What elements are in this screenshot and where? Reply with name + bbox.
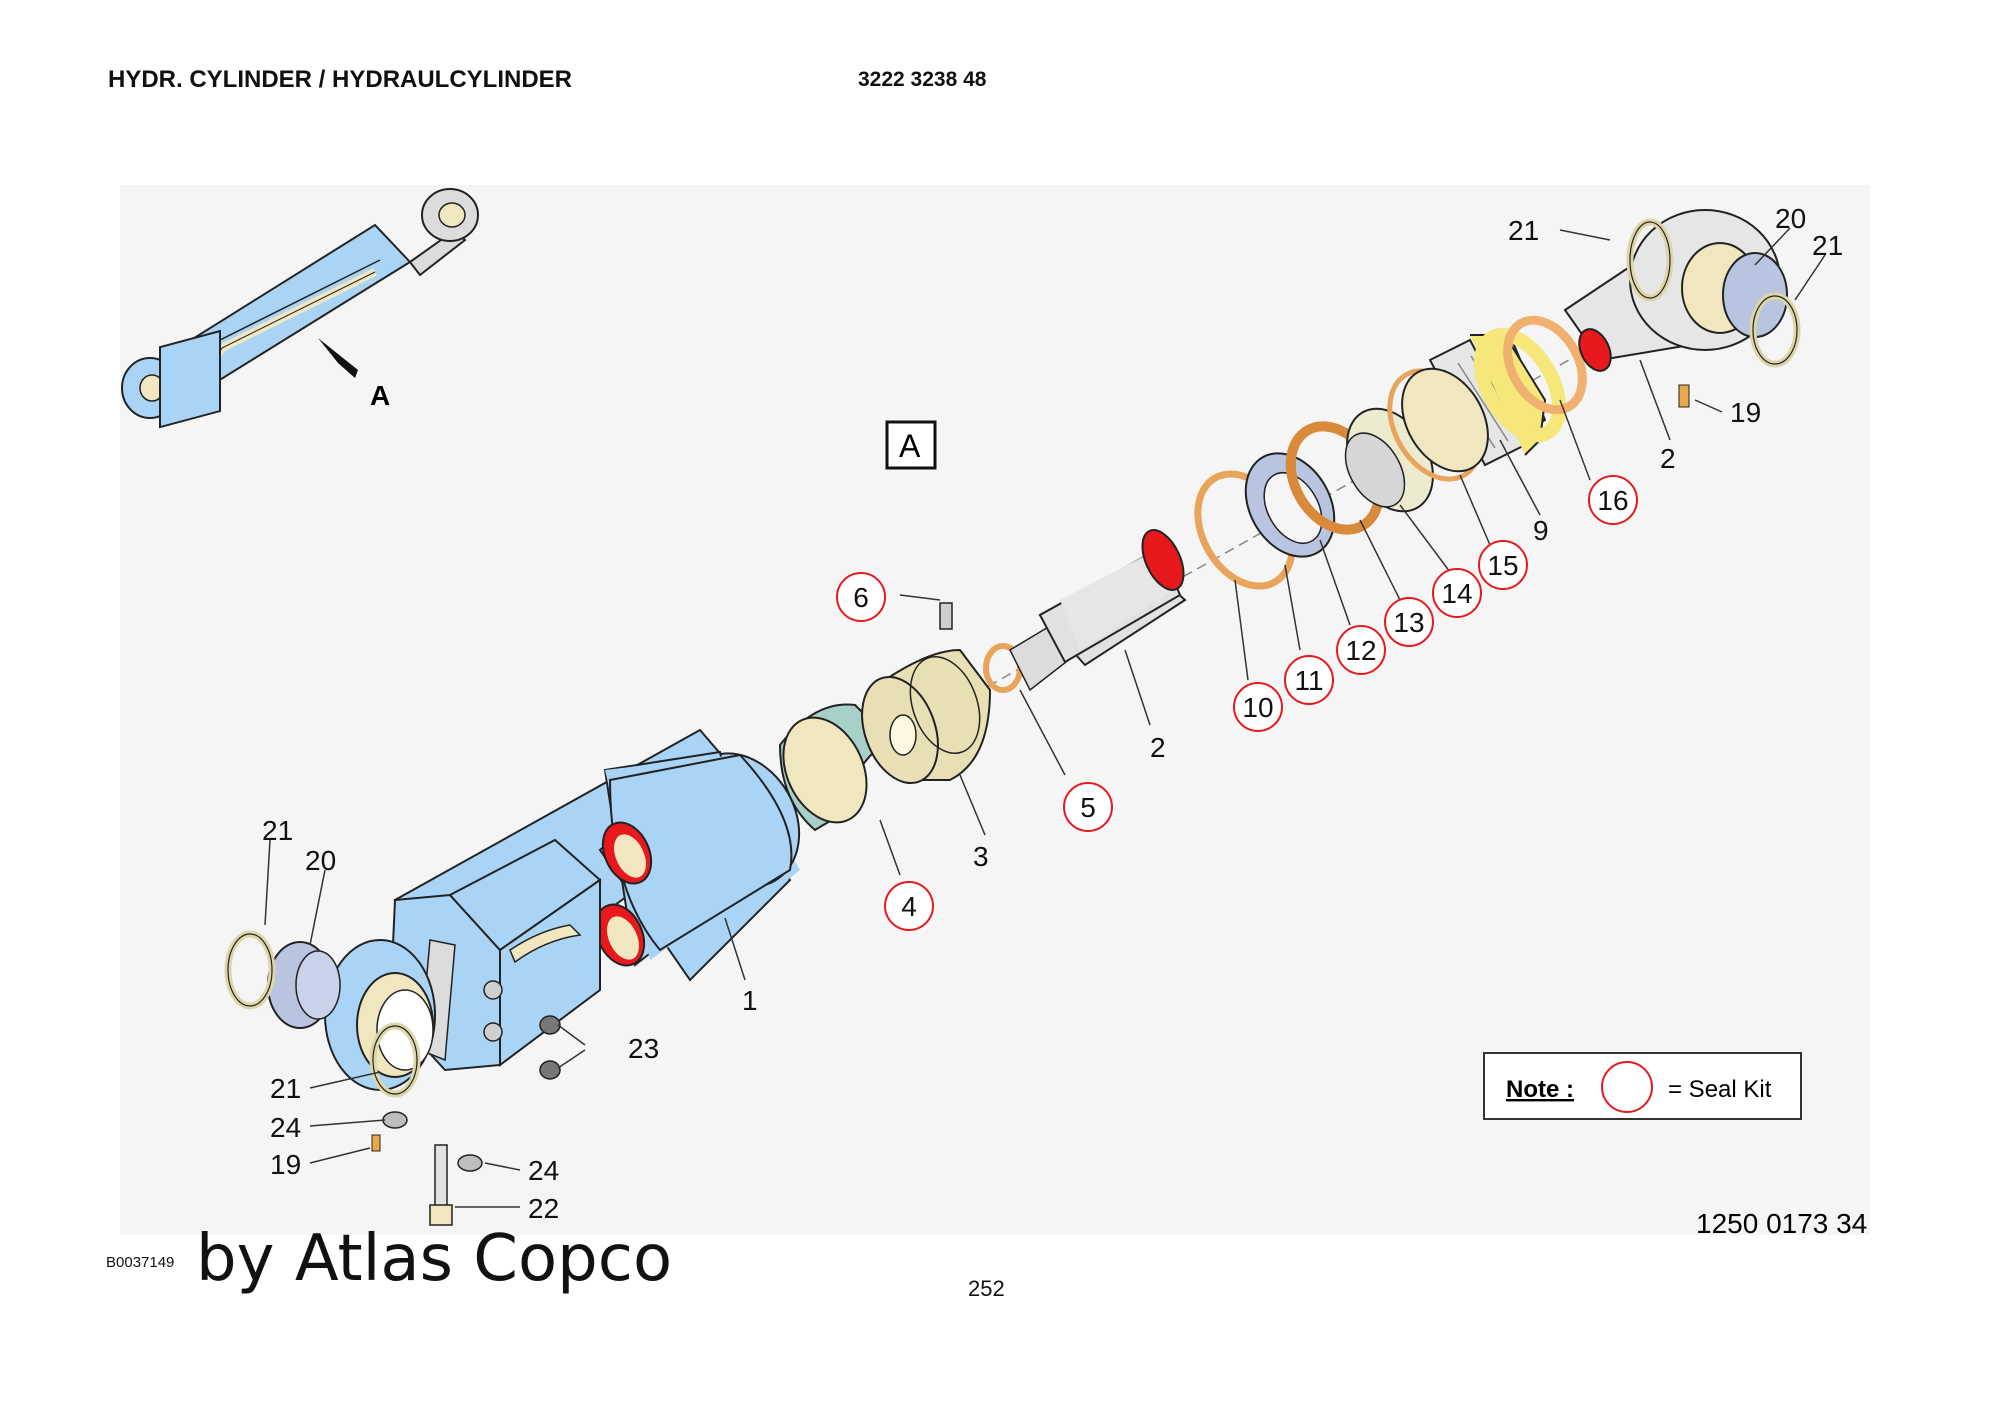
svg-text:4: 4 xyxy=(901,891,917,922)
callout-21-left-bottom: 21 xyxy=(270,1073,301,1104)
seal-kit-callouts: 16 15 14 13 12 11 10 6 xyxy=(836,475,1638,931)
svg-text:5: 5 xyxy=(1080,792,1096,823)
callout-3: 3 xyxy=(973,841,989,872)
callout-10-seal: 10 xyxy=(1233,682,1283,732)
overview-cylinder-icon: A xyxy=(121,188,479,429)
callout-21-top-left: 21 xyxy=(1508,215,1539,246)
rod-end-eye xyxy=(1563,209,1801,408)
note-text: = Seal Kit xyxy=(1668,1076,1772,1103)
callout-24-left: 24 xyxy=(270,1112,301,1143)
view-label-box: A xyxy=(885,420,937,470)
cylinder-barrel xyxy=(324,728,801,1091)
cylinder-head-9 xyxy=(1401,327,1567,473)
document-title: HYDR. CYLINDER / HYDRAULCYLINDER xyxy=(108,66,573,93)
svg-text:14: 14 xyxy=(1441,578,1472,609)
brand-watermark: by Atlas Copco xyxy=(196,1222,673,1296)
callout-20-top: 20 xyxy=(1775,203,1806,234)
callout-22: 22 xyxy=(528,1193,559,1224)
piston-3 xyxy=(861,648,992,785)
leader-lines xyxy=(264,227,1826,1208)
seal-16 xyxy=(1503,315,1587,415)
svg-text:16: 16 xyxy=(1597,485,1628,516)
svg-text:15: 15 xyxy=(1487,550,1518,581)
callout-1: 1 xyxy=(742,985,758,1016)
seal-kit-symbol xyxy=(1601,1061,1653,1113)
callout-13-seal: 13 xyxy=(1384,597,1434,647)
callout-5-seal: 5 xyxy=(1063,782,1113,832)
callout-19-left: 19 xyxy=(270,1149,301,1180)
document-id: B0037149 xyxy=(106,1254,175,1271)
piston-seal-4 xyxy=(778,703,892,832)
bottom-bearing-group xyxy=(224,930,561,1226)
callout-20-left: 20 xyxy=(305,845,336,876)
set-screw-6 xyxy=(939,602,953,630)
callout-19-top: 19 xyxy=(1730,397,1761,428)
svg-text:6: 6 xyxy=(853,582,869,613)
callout-2-rod-end: 2 xyxy=(1660,443,1676,474)
piston-rod-2 xyxy=(1009,529,1187,692)
callout-23: 23 xyxy=(628,1033,659,1064)
view-label: A xyxy=(899,428,921,464)
callout-12-seal: 12 xyxy=(1336,625,1386,675)
callout-14-seal: 14 xyxy=(1432,568,1482,618)
svg-text:11: 11 xyxy=(1294,665,1323,696)
seal-kit-note: Note : = Seal Kit xyxy=(1483,1052,1802,1120)
callout-16-seal: 16 xyxy=(1588,475,1638,525)
svg-text:10: 10 xyxy=(1242,692,1273,723)
callout-6-seal: 6 xyxy=(836,572,886,622)
figure-number: 1250 0173 34 xyxy=(1696,1208,1867,1239)
callout-labels: 21 20 21 19 2 9 2 3 1 21 20 21 24 19 23 … xyxy=(262,203,1843,1224)
callout-4-seal: 4 xyxy=(884,881,934,931)
callout-15-seal: 15 xyxy=(1478,540,1528,590)
callout-11-seal: 11 xyxy=(1284,655,1334,705)
callout-21-left-top: 21 xyxy=(262,815,293,846)
callout-2-rod: 2 xyxy=(1150,732,1166,763)
detail-arrow-label: A xyxy=(370,380,390,411)
svg-text:12: 12 xyxy=(1345,635,1376,666)
part-number: 3222 3238 48 xyxy=(858,68,987,91)
callout-9: 9 xyxy=(1533,515,1549,546)
page-number: 252 xyxy=(968,1276,1005,1301)
svg-text:13: 13 xyxy=(1393,607,1424,638)
callout-24-right: 24 xyxy=(528,1155,559,1186)
note-label: Note : xyxy=(1506,1076,1574,1103)
callout-21-top-right: 21 xyxy=(1812,230,1843,261)
